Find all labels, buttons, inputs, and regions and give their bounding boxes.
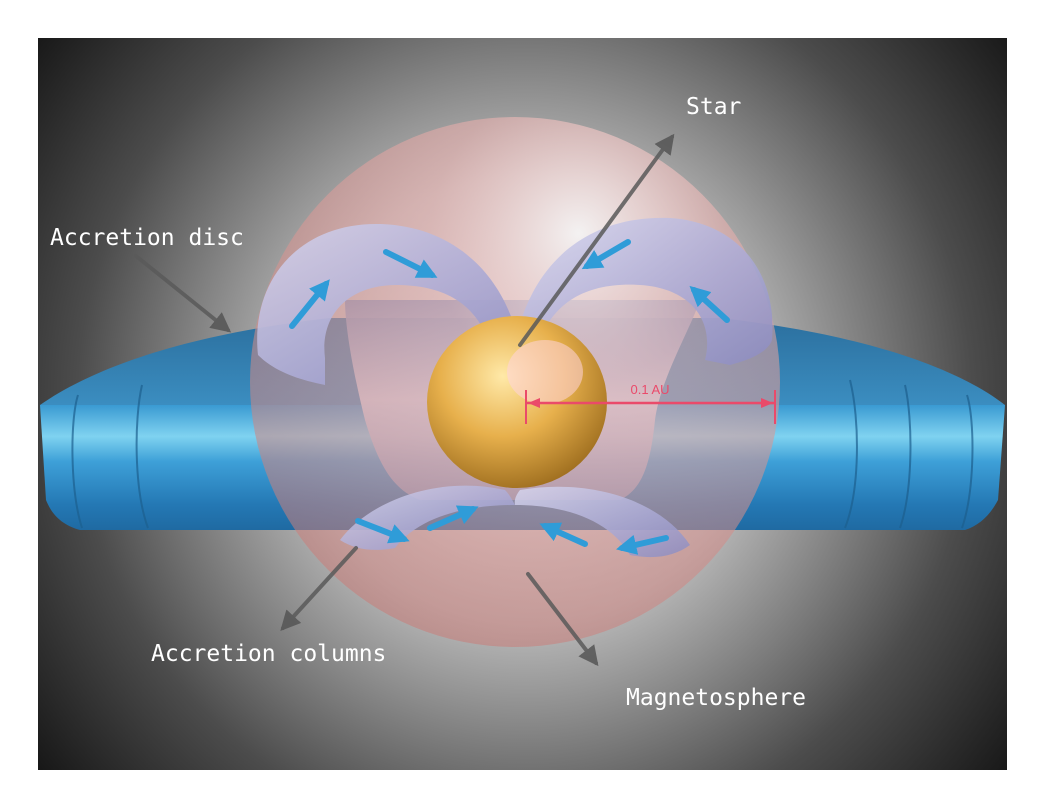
star-pointer-arrow	[518, 133, 675, 347]
accretion-column-upper-right	[517, 217, 773, 365]
star-label: Star	[686, 94, 741, 120]
flow-arrows	[289, 239, 730, 555]
columns-pointer-arrow	[280, 546, 358, 631]
disc-pointer-arrow	[134, 254, 232, 333]
accretion-disc-label: Accretion disc	[50, 225, 244, 251]
flow-arrow	[539, 522, 588, 547]
flow-arrow	[616, 534, 669, 555]
pointer-arrows	[134, 133, 675, 667]
flow-arrow	[581, 239, 631, 270]
flow-arrow	[689, 285, 730, 323]
disc-segment-ridges	[71, 379, 974, 529]
magnetosphere-label: Magnetosphere	[626, 685, 806, 711]
accretion-column-upper-left	[257, 223, 517, 385]
flow-arrow	[289, 279, 330, 329]
flow-arrow	[355, 518, 410, 544]
scale-bar: 0.1 AU	[525, 382, 776, 424]
magnetosphere-pointer-arrow	[526, 572, 599, 667]
scale-bar-label: 0.1 AU	[630, 382, 669, 397]
flow-arrow	[383, 249, 438, 278]
flow-arrow	[427, 505, 479, 531]
star-glow	[507, 340, 583, 404]
accretion-columns-label: Accretion columns	[151, 641, 386, 667]
